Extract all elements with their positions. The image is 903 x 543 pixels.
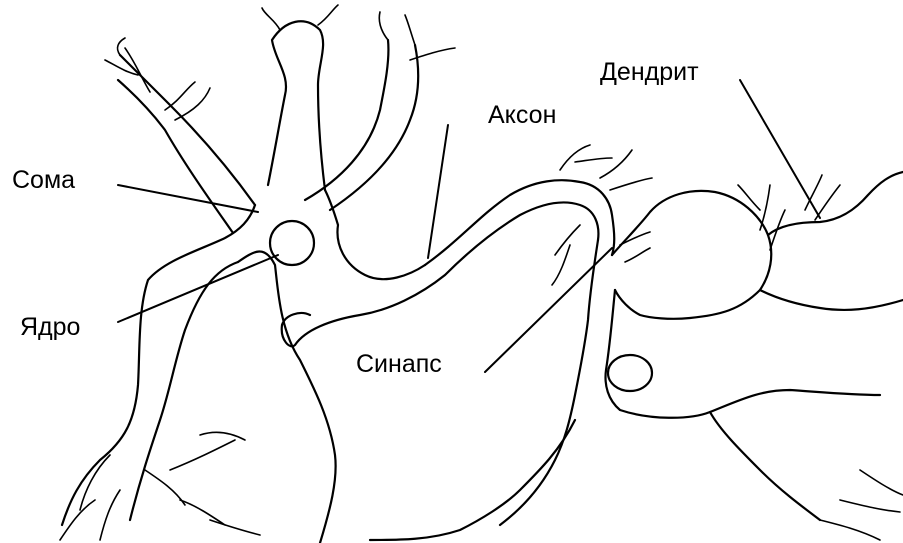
left-neuron <box>60 5 455 543</box>
label-dendrite: Дендрит <box>600 60 699 85</box>
right-nucleus <box>608 355 652 391</box>
label-synapse: Синапс <box>356 352 442 377</box>
label-soma: Сома <box>12 168 75 193</box>
axon-leader <box>428 125 448 258</box>
nucleus-leader <box>118 255 278 322</box>
dendrite-leader <box>740 80 820 218</box>
soma-leader <box>118 185 258 212</box>
synapse-leader <box>485 248 612 372</box>
right-neuron <box>370 172 903 540</box>
label-axon: Аксон <box>488 103 556 128</box>
left-nucleus <box>270 221 314 265</box>
label-nucleus: Ядро <box>20 315 80 340</box>
